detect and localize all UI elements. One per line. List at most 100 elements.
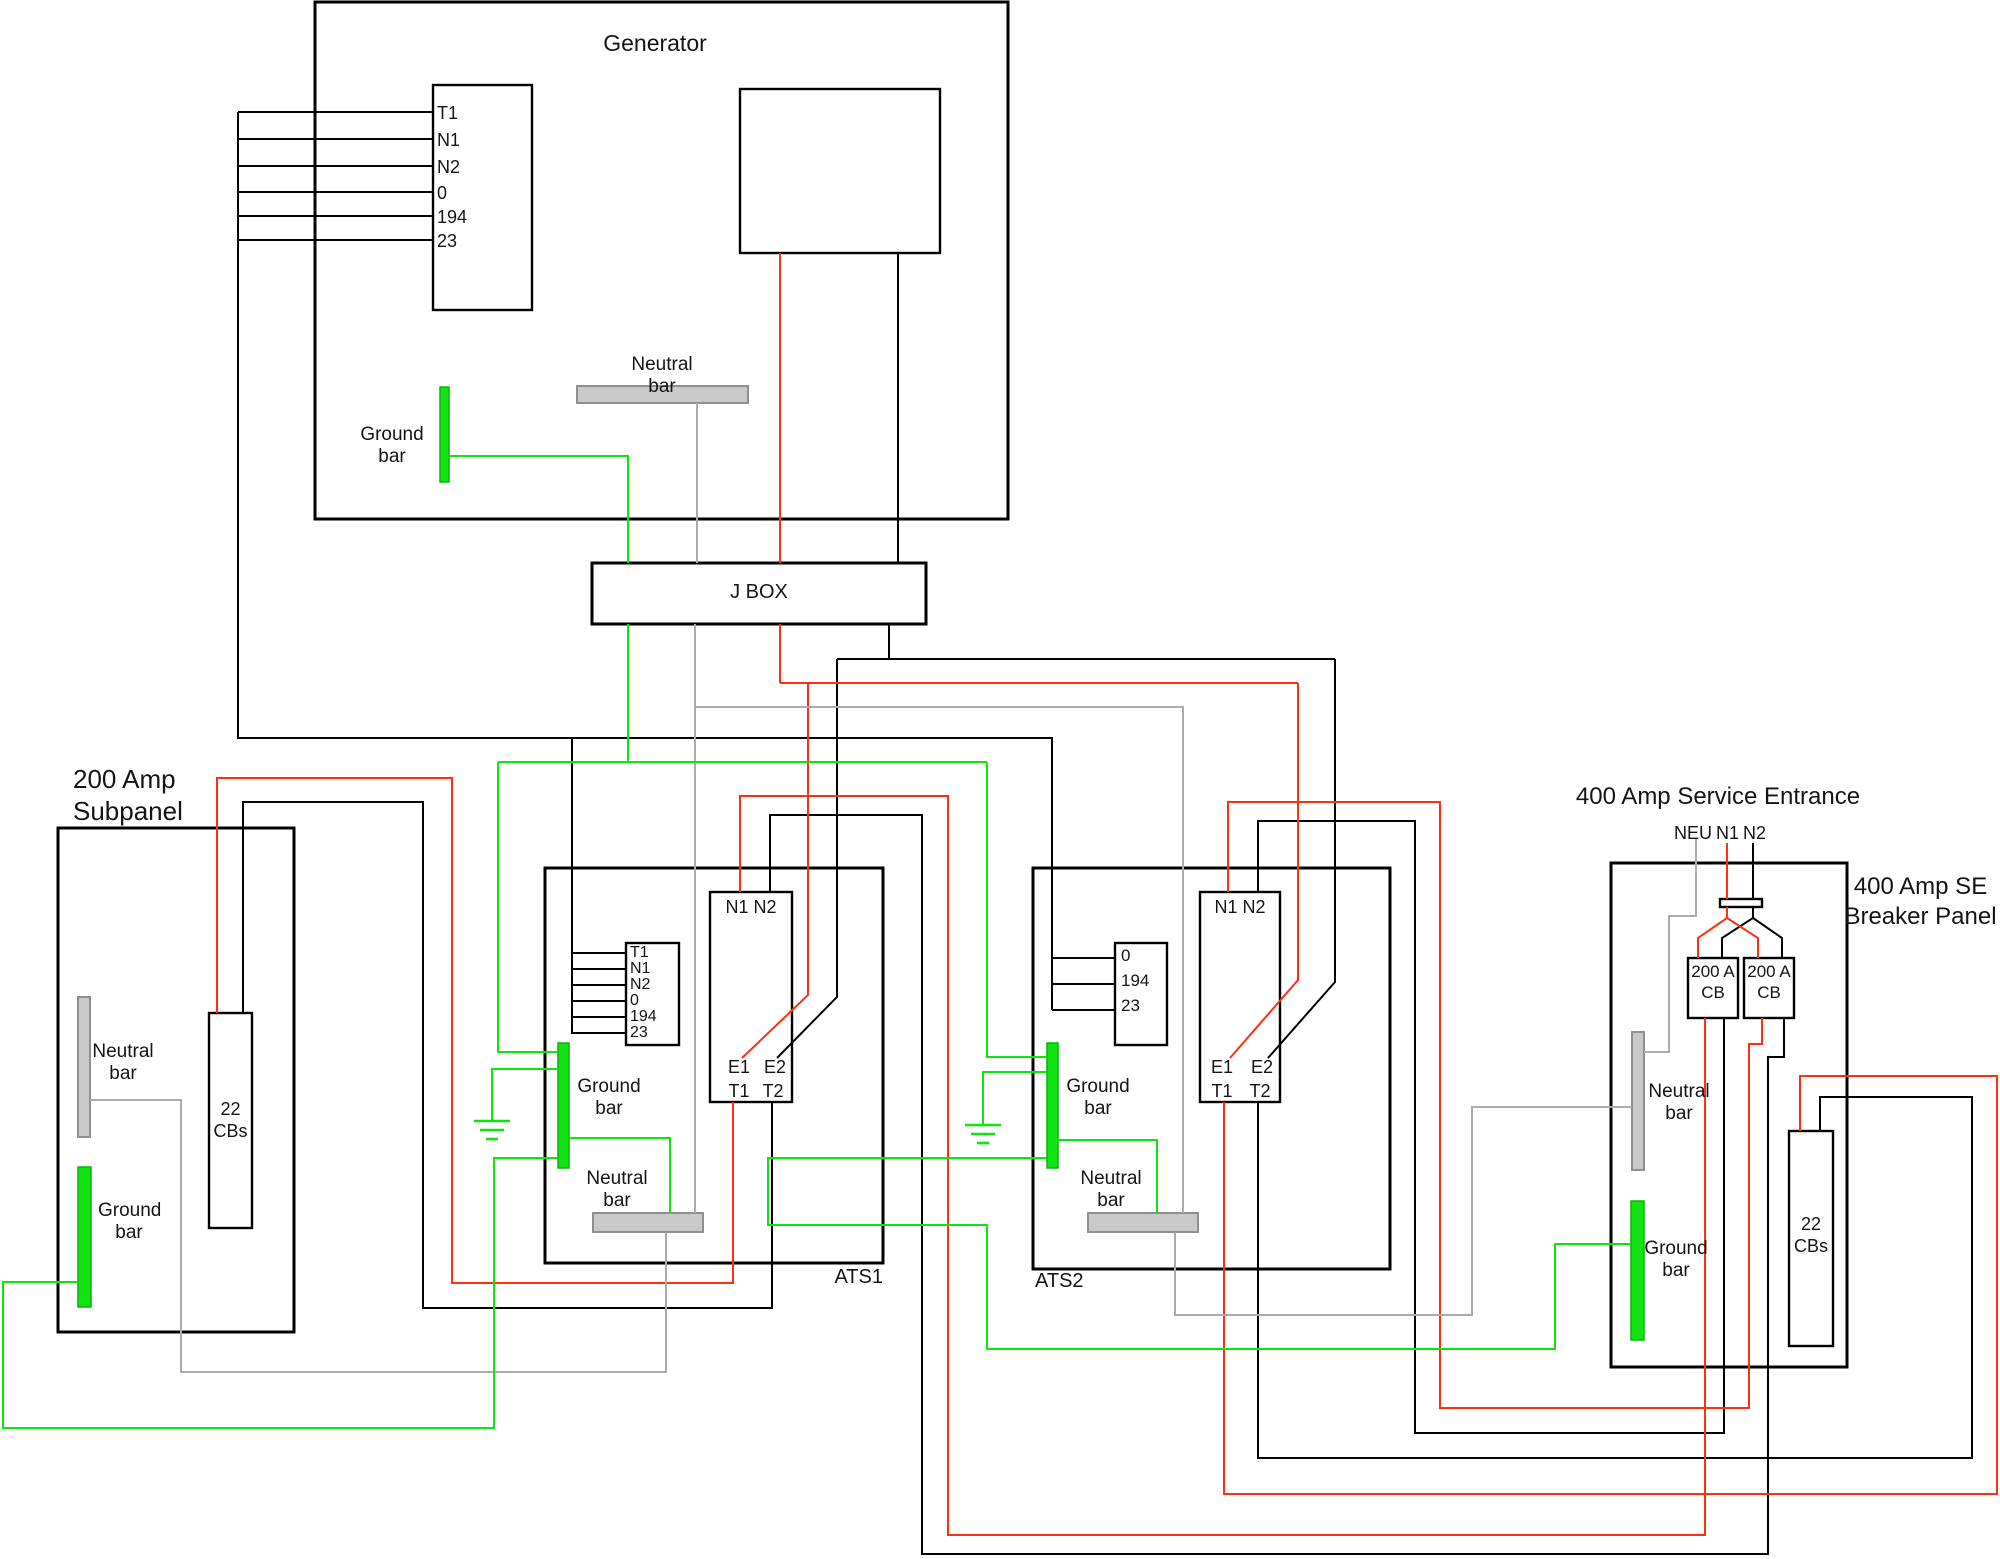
service-splice-bar bbox=[1718, 897, 1764, 909]
ats1-neutral-bond-jumper bbox=[569, 1137, 671, 1213]
breaker-panel-breakers-box bbox=[1787, 1129, 1835, 1348]
ats2-t2-to-breaker-panel bbox=[1257, 1096, 1973, 1459]
ats1-earth-stem bbox=[491, 1068, 558, 1121]
subpanel-ground-bar bbox=[77, 1166, 92, 1308]
ats1-subpanel-ground-link bbox=[2, 1157, 558, 1429]
ats2-se-ground-link bbox=[767, 1157, 1631, 1350]
subpanel-breakers-box bbox=[207, 1011, 254, 1230]
gen-terminal-label-194: 194 bbox=[437, 207, 468, 227]
gen-terminal-label-23: 23 bbox=[437, 231, 458, 251]
ats1-e1-feed bbox=[741, 683, 809, 1059]
se-n2-fork-left bbox=[1721, 907, 1754, 958]
service-entrance-title: 400 Amp Service Entrance bbox=[1575, 783, 1861, 810]
cb-left-label: 200 A CB bbox=[1691, 962, 1735, 1002]
cb-left-box bbox=[1686, 956, 1740, 1020]
ats1-ground-drop bbox=[497, 762, 558, 1053]
subpanel-ground-bar-label: Ground bar bbox=[98, 1200, 162, 1244]
ats2-e1-feed bbox=[1229, 683, 1299, 1059]
ats1-terminal-label-194: 194 bbox=[630, 1008, 657, 1025]
ats1-e1-label: E1 bbox=[727, 1057, 751, 1077]
generator-breaker-box bbox=[738, 87, 942, 255]
subpanel-box bbox=[56, 826, 296, 1334]
subpanel-feed-red bbox=[216, 777, 734, 1284]
gen-ground-bar-label: Ground bar bbox=[360, 424, 424, 468]
gen-terminal-label-n1: N1 bbox=[437, 130, 461, 150]
ats2-t1-label: T1 bbox=[1211, 1081, 1233, 1101]
subpanel-feed-black bbox=[242, 801, 773, 1309]
ats2-terminal-label-194: 194 bbox=[1121, 971, 1150, 990]
cb-right-box bbox=[1742, 956, 1796, 1020]
neutral-branch-to-ats2 bbox=[695, 706, 1184, 1213]
ats1-terminal-block bbox=[624, 941, 681, 1047]
ats2-neutral-bar bbox=[1087, 1212, 1199, 1233]
ats2-t1-to-breaker-panel bbox=[1223, 1075, 1998, 1495]
ats2-terminal-label-0: 0 bbox=[1121, 946, 1131, 965]
gen-feeder-bus bbox=[237, 112, 1053, 1010]
ats1-terminal-label-0: 0 bbox=[630, 992, 639, 1009]
ats2-se-neutral-link bbox=[1174, 1106, 1632, 1316]
jbox-box bbox=[590, 561, 928, 626]
ats2-e2-label: E2 bbox=[1250, 1057, 1274, 1077]
subpanel-title: 200 Amp Subpanel bbox=[73, 764, 183, 826]
ats2-earth-stem bbox=[982, 1071, 1047, 1125]
ats1-t2-label: T2 bbox=[762, 1081, 784, 1101]
gen-terminal-label-n2: N2 bbox=[437, 157, 461, 177]
ats2-n1-feed bbox=[1227, 801, 1763, 1409]
ats2-ground-bar-label: Ground bar bbox=[1066, 1076, 1130, 1120]
generator-neutral-bar bbox=[576, 385, 749, 404]
subpanel-ats1-neutral-link bbox=[90, 1099, 667, 1373]
subpanel-neutral-bar bbox=[77, 996, 91, 1138]
ats1-neutral-bar-label: Neutral bar bbox=[586, 1168, 648, 1212]
cb-right-label: 200 A CB bbox=[1747, 962, 1791, 1002]
ats1-e2-label: E2 bbox=[763, 1057, 787, 1077]
ats1-terminal-label-23: 23 bbox=[630, 1024, 648, 1041]
se-neutral-bar bbox=[1631, 1031, 1645, 1171]
service-entrance-box bbox=[1609, 861, 1849, 1369]
ats2-terminal-block bbox=[1113, 941, 1169, 1047]
ats1-label: ATS1 bbox=[834, 1266, 883, 1288]
ats1-switch-source-label: N1 N2 bbox=[725, 897, 777, 917]
ats1-terminal-label-n1: N1 bbox=[630, 960, 651, 977]
ats1-terminal-label-n2: N2 bbox=[630, 976, 651, 993]
ats1-n1-feed bbox=[739, 795, 1706, 1536]
se-n1-fork-right bbox=[1726, 917, 1759, 958]
generator-title: Generator bbox=[603, 30, 707, 56]
ats2-ground-bar bbox=[1046, 1042, 1059, 1169]
gen-ground-jumper bbox=[449, 455, 629, 563]
ats2-switch-source-label: N1 N2 bbox=[1214, 897, 1266, 917]
ats1-t1-label: T1 bbox=[728, 1081, 750, 1101]
ats1-box bbox=[543, 866, 885, 1265]
gen-terminal-label-t1: T1 bbox=[437, 103, 459, 123]
se-neu-service-drop bbox=[1644, 839, 1697, 1053]
subpanel-neutral-bar-label: Neutral bar bbox=[92, 1041, 154, 1085]
ats2-t2-label: T2 bbox=[1249, 1081, 1271, 1101]
ats1-ground-bar bbox=[557, 1042, 570, 1169]
se-n1-fork-left bbox=[1697, 907, 1728, 958]
se-feed-label-neu: NEU bbox=[1674, 823, 1713, 843]
generator-box bbox=[313, 0, 1010, 521]
gen-neutral-bar-label: Neutral bar bbox=[631, 354, 693, 398]
se-ground-bar-label: Ground bar bbox=[1644, 1238, 1708, 1282]
se-feed-label-n2: N2 bbox=[1743, 823, 1767, 843]
ats1-switch-box bbox=[708, 890, 794, 1104]
subpanel-breakers-label: 22 CBs bbox=[213, 1099, 248, 1141]
se-ground-bar bbox=[1630, 1200, 1645, 1341]
se-neutral-bar-label: Neutral bar bbox=[1648, 1081, 1710, 1125]
gen-terminal-label-0: 0 bbox=[437, 183, 448, 203]
ats1-neutral-bar bbox=[592, 1212, 704, 1233]
ats2-n2-feed bbox=[1257, 820, 1725, 1434]
ats1-e2-feed bbox=[776, 659, 838, 1059]
breaker-panel-title: 400 Amp SE Breaker Panel bbox=[1844, 873, 1997, 930]
ats2-terminal-label-23: 23 bbox=[1121, 996, 1140, 1015]
se-n2-fork-right bbox=[1752, 917, 1783, 958]
ats2-ground-drop bbox=[986, 762, 1047, 1058]
se-feed-label-n1: N1 bbox=[1716, 823, 1740, 843]
ats2-e1-label: E1 bbox=[1210, 1057, 1234, 1077]
ats1-terminal-label-t1: T1 bbox=[630, 944, 649, 961]
generator-terminal-block bbox=[431, 83, 534, 312]
breaker-panel-breakers-label: 22 CBs bbox=[1793, 1214, 1828, 1256]
ats2-box bbox=[1031, 866, 1392, 1271]
generator-ground-bar bbox=[439, 386, 450, 483]
